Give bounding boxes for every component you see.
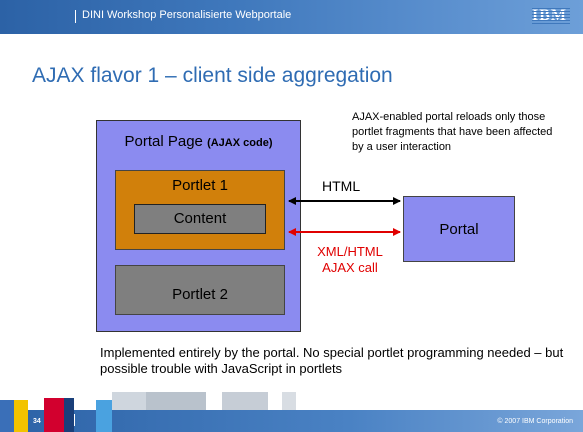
- portal-page-label-text: Portal Page: [124, 133, 208, 150]
- copyright-text: © 2007 IBM Corporation: [497, 418, 573, 425]
- footer-photo-block: [282, 392, 296, 410]
- footer-color-block: [14, 400, 28, 432]
- bottom-text: Implemented entirely by the portal. No s…: [100, 345, 564, 376]
- content-label: Content: [173, 210, 227, 227]
- portal-box: Portal: [403, 196, 515, 262]
- ajax-arrow-label-line1: XML/HTML: [317, 244, 383, 259]
- ajax-code-label: (AJAX code): [207, 137, 273, 149]
- ibm-logo-text: IBM: [532, 7, 567, 24]
- footer-color-block: [64, 398, 74, 432]
- portlet1-label: Portlet 1: [172, 177, 228, 194]
- footer-photo-block: [112, 392, 146, 410]
- header-title: DINI Workshop Personalisierte Webportale: [82, 9, 292, 21]
- ajax-arrow-label: XML/HTML AJAX call: [302, 244, 398, 276]
- slide-title: AJAX flavor 1 – client side aggregation: [32, 64, 393, 87]
- footer: 34 © 2007 IBM Corporation: [0, 388, 583, 432]
- footer-photo-block: [146, 392, 206, 410]
- portlet2-box: Portlet 2: [115, 265, 285, 315]
- annotation-text: AJAX-enabled portal reloads only those p…: [352, 111, 553, 153]
- ajax-arrow-label-line2: AJAX call: [322, 260, 378, 275]
- footer-photo-block: [222, 392, 268, 410]
- footer-color-block: [0, 400, 14, 432]
- footer-separator: [74, 414, 75, 426]
- header-bar: DINI Workshop Personalisierte Webportale…: [0, 0, 583, 34]
- header-separator: [75, 10, 76, 23]
- portal-label: Portal: [439, 221, 479, 238]
- portal-page-label: Portal Page (AJAX code): [97, 133, 300, 150]
- footer-color-block: [96, 400, 112, 432]
- portlet2-label: Portlet 2: [172, 286, 228, 303]
- html-arrow-label: HTML: [322, 178, 361, 194]
- footer-color-block: [44, 398, 64, 432]
- page-number: 34: [33, 418, 41, 425]
- footer-bar: [0, 410, 583, 432]
- ibm-logo: IBM: [532, 7, 570, 24]
- content-box: Content: [134, 204, 266, 234]
